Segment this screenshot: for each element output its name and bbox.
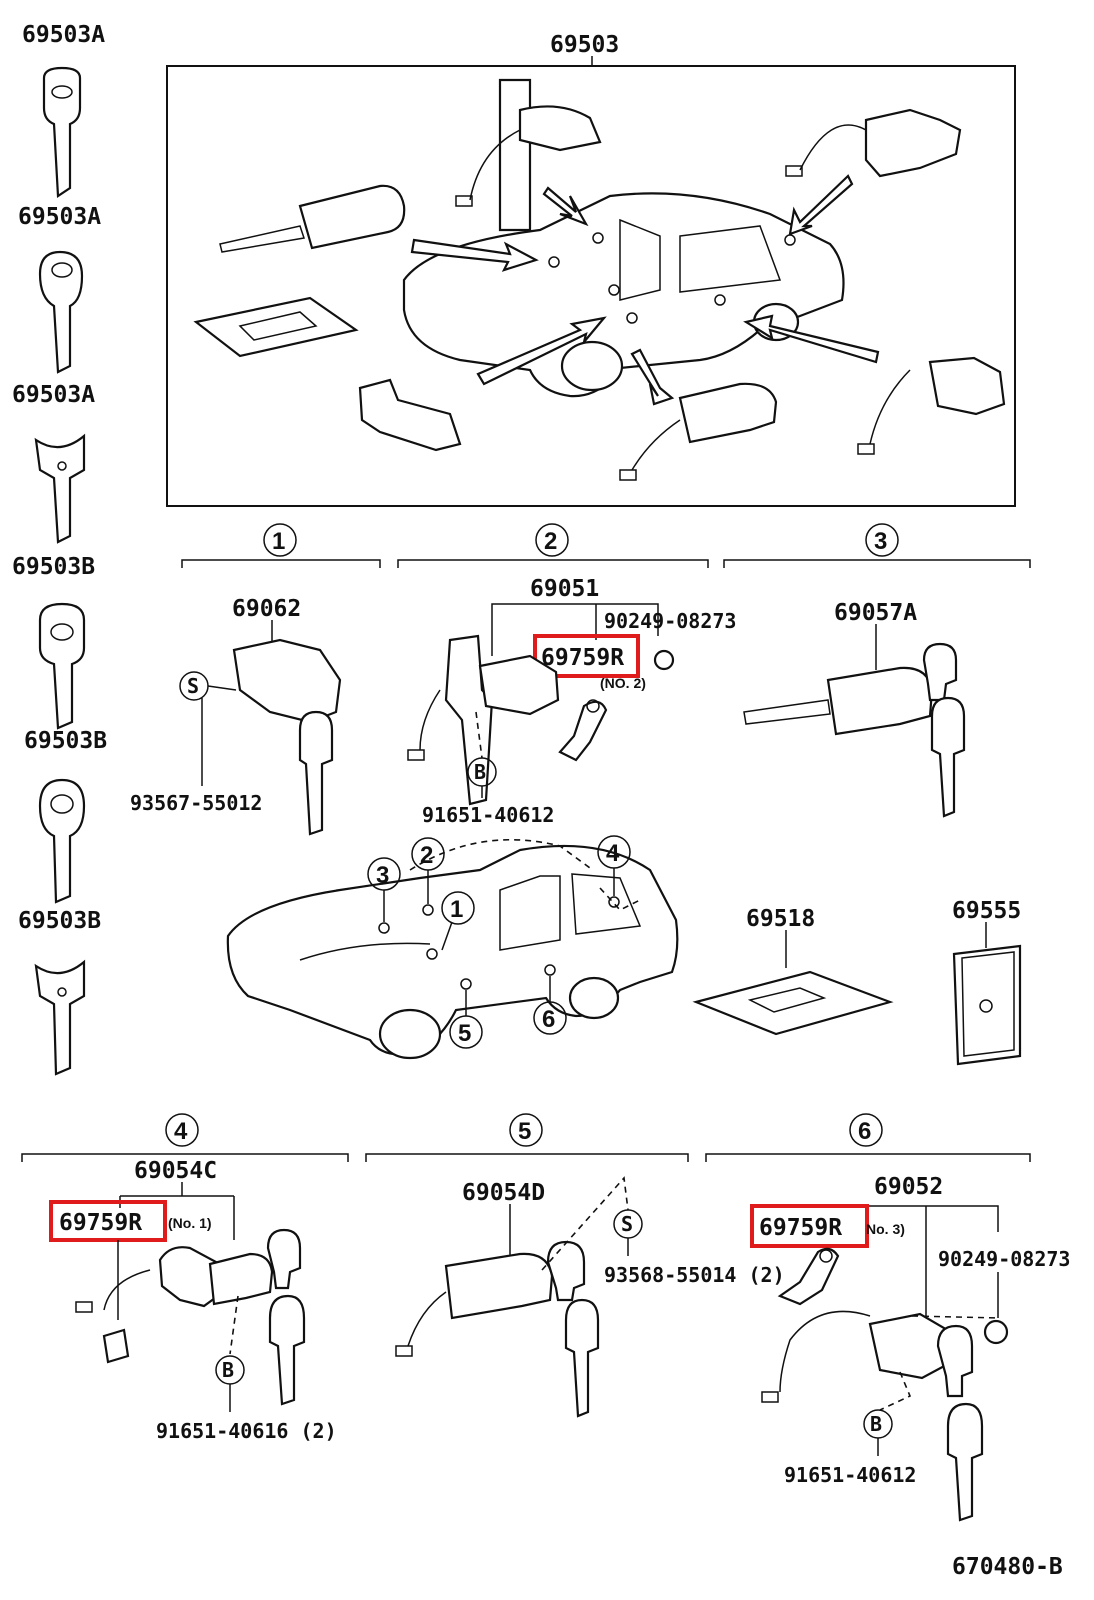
part-90249-08273-label-s6: 90249-08273: [938, 1247, 1070, 1271]
arrow-icons-top: [410, 174, 880, 406]
key-icon-4: [38, 602, 86, 730]
key-icon-5: [38, 778, 86, 904]
key-icon-6: [34, 959, 86, 1076]
part-69518-label: 69518: [746, 906, 815, 932]
door-lock-icon-69052: [761, 1247, 1009, 1522]
diagram-code: 670480-B: [952, 1554, 1063, 1580]
handle-icon-bottom-left: [358, 378, 462, 452]
part-69057A-label: 69057A: [834, 600, 917, 626]
door-cylinder-icon-69054D: [395, 1240, 600, 1418]
section-2: 2 69051 90249-08273 69759R (NO. 2) B 916…: [397, 523, 736, 827]
section-4: 4 69054C 69759R (No. 1) B 91651-40616 (2…: [21, 1113, 349, 1443]
section-1: 1 69062 S 93567-55012: [130, 523, 381, 836]
part-69052-label: 69052: [874, 1174, 943, 1200]
part-69054D-label: 69054D: [462, 1180, 545, 1206]
trunk-cylinder-icon-69057A: [743, 642, 966, 818]
car-callouts: 1 2 3 4 5 6: [226, 835, 679, 1060]
section-6: 6 69052 69759R No. 3) 90249-08273 B 9165…: [705, 1113, 1070, 1522]
callout-s-section1: S: [187, 674, 199, 698]
part-69759R-label-s6: 69759R: [759, 1215, 842, 1241]
manual-icon-top: [193, 296, 359, 358]
car-icon-main: [226, 838, 679, 1060]
part-69759R-note-s4: (No. 1): [168, 1215, 212, 1231]
highlight-box-s4: [49, 1200, 167, 1242]
key-icon-2: [38, 250, 84, 374]
latch-icon-69062: [232, 638, 342, 836]
part-93568-55014-label: 93568-55014 (2): [604, 1263, 785, 1287]
key-label-6: 69503B: [18, 908, 101, 934]
door-lock-icon-69054C: [75, 1228, 306, 1406]
car-callout-5: 5: [458, 1020, 471, 1047]
top-assembly-label: 69503: [550, 32, 619, 58]
highlight-box-s2: [533, 634, 640, 678]
misc-parts: 69518 69555: [692, 898, 1022, 1066]
cylinder-icon-top-left: [219, 184, 406, 253]
car-icon-top: [402, 192, 845, 398]
top-assembly: 69503: [166, 32, 1016, 507]
part-91651-40616-label: 91651-40616 (2): [156, 1419, 337, 1443]
section-5: 5 69054D S 93568-55014 (2): [365, 1113, 785, 1418]
car-callout-2: 2: [420, 842, 433, 869]
cylinder-icon-bottom-center: [619, 382, 778, 481]
part-93567-55012-label: 93567-55012: [130, 791, 262, 815]
key-label-4: 69503B: [12, 554, 95, 580]
part-69555-label: 69555: [952, 898, 1021, 924]
part-91651-40612-label-s2: 91651-40612: [422, 803, 554, 827]
manual-icon-69518: [692, 970, 894, 1036]
keys-column: 69503A 69503A 69503A 69503B 69503B 69503…: [12, 22, 107, 1076]
top-assembly-frame: [166, 65, 1016, 507]
section-6-number: 6: [858, 1118, 871, 1145]
part-69759R-note-s2: (NO. 2): [600, 675, 646, 691]
key-icon-1: [42, 66, 82, 198]
highlight-box-s6: [750, 1204, 869, 1248]
car-callout-6: 6: [542, 1006, 555, 1033]
part-69759R-note-s6: No. 3): [866, 1221, 905, 1237]
section-1-number: 1: [272, 528, 285, 555]
section-3: 3 69057A: [723, 523, 1031, 818]
part-90249-08273-label-s2: 90249-08273: [604, 609, 736, 633]
door-lock-icon-69051: [407, 634, 675, 806]
section-4-number: 4: [174, 1118, 188, 1145]
key-label-2: 69503A: [18, 204, 101, 230]
section-2-number: 2: [544, 528, 557, 555]
car-callout-1: 1: [450, 896, 463, 923]
section-5-number: 5: [518, 1118, 531, 1145]
callout-b-section6: B: [870, 1412, 882, 1436]
key-label-5: 69503B: [24, 728, 107, 754]
key-label-3: 69503A: [12, 382, 95, 408]
key-icon-3: [34, 433, 86, 544]
part-69759R-label-s4: 69759R: [59, 1210, 142, 1236]
door-lock-icon-top-center: [455, 78, 602, 232]
part-69759R-label-s2: 69759R: [541, 645, 624, 671]
trunk-lock-icon-bottom-right: [857, 356, 1006, 455]
plate-icon-69555: [952, 944, 1022, 1066]
callout-b-section4: B: [222, 1358, 234, 1382]
callout-s-section5: S: [621, 1212, 633, 1236]
car-callout-4: 4: [606, 840, 620, 867]
callout-b-section2: B: [474, 760, 486, 784]
part-91651-40612-label-s6: 91651-40612: [784, 1463, 916, 1487]
part-69054C-label: 69054C: [134, 1158, 217, 1184]
door-lock-icon-top-right: [785, 108, 962, 178]
part-69062-label: 69062: [232, 596, 301, 622]
key-label-1: 69503A: [22, 22, 105, 48]
section-3-number: 3: [874, 528, 887, 555]
car-callout-3: 3: [376, 862, 389, 889]
part-69051-label: 69051: [530, 576, 599, 602]
